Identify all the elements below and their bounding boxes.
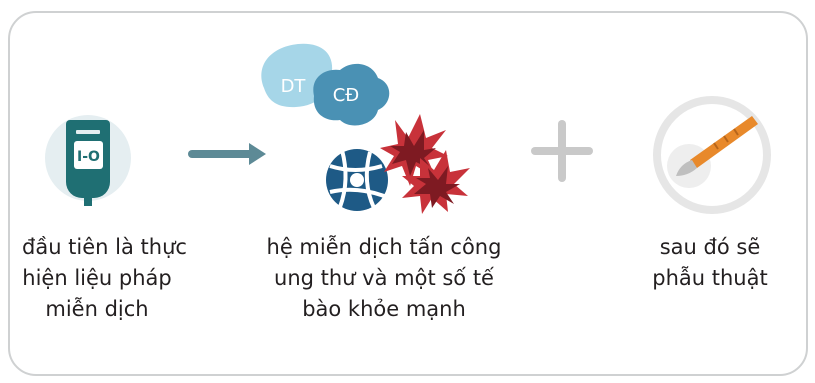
dt-cell-label: DT: [281, 76, 307, 97]
iv-bag-badge: I-O: [77, 149, 100, 165]
arrow-right-icon: [188, 143, 266, 165]
caption-line: ung thư và một số tế: [274, 266, 494, 290]
caption-line: hiện liệu pháp: [22, 266, 172, 290]
caption-line: hệ miễn dịch tấn công: [266, 235, 502, 259]
cd-cell-icon: CĐ: [313, 63, 390, 126]
immune-cells-icon: [326, 149, 388, 211]
cancer-cells-icon: [380, 114, 470, 214]
caption-line: miễn dịch: [45, 297, 149, 321]
scalpel-icon: [653, 96, 771, 214]
caption-line: phẫu thuật: [652, 266, 768, 290]
plus-icon: [531, 120, 593, 182]
caption-line: bào khỏe mạnh: [302, 297, 466, 321]
caption-line: đầu tiên là thực: [22, 235, 187, 259]
iv-bag-icon: I-O: [45, 115, 131, 206]
cd-cell-label: CĐ: [333, 85, 360, 106]
step1-caption: đầu tiên là thực hiện liệu pháp miễn dịc…: [22, 232, 187, 325]
caption-line: sau đó sẽ: [659, 235, 761, 259]
step2-caption: hệ miễn dịch tấn công ung thư và một số …: [262, 232, 506, 325]
step3-caption: sau đó sẽ phẫu thuật: [640, 232, 780, 294]
